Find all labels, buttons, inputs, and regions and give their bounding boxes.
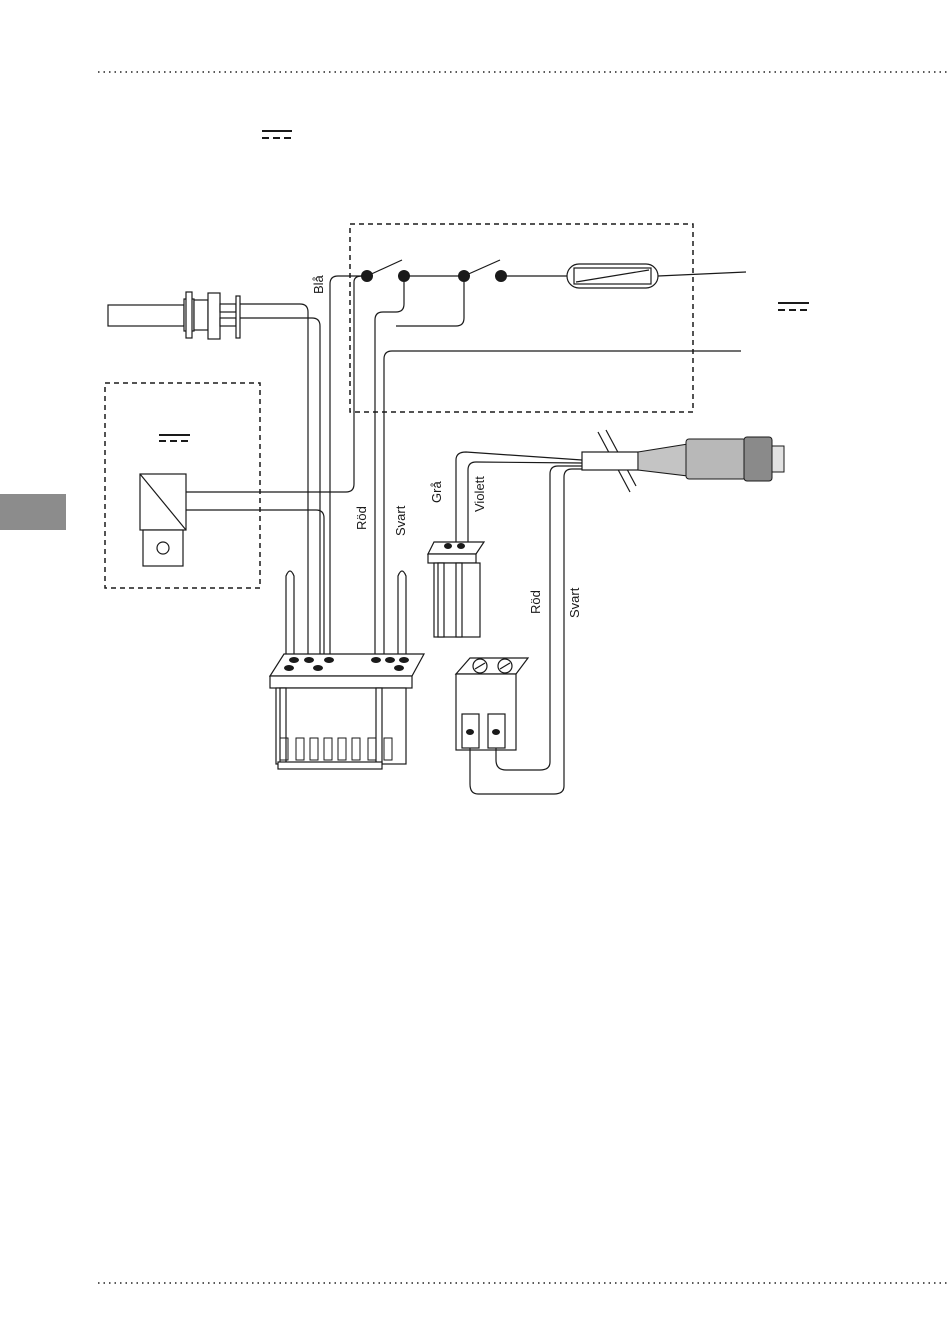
label-violett: Violett — [472, 476, 487, 512]
dc-symbol-icon-left — [159, 435, 190, 441]
label-bla: Blå — [311, 274, 326, 294]
probe-connector — [108, 292, 240, 339]
switch-fuse-enclosure — [350, 224, 693, 412]
switch-icon-2 — [458, 260, 507, 282]
screw-terminal — [456, 658, 528, 750]
dc-symbol-icon-header — [262, 131, 292, 138]
small-connector — [428, 542, 484, 637]
section-tab — [0, 494, 66, 530]
main-terminal-block — [270, 571, 424, 769]
label-svart-main: Svart — [393, 505, 408, 536]
label-rod-cable: Röd — [528, 590, 543, 614]
dc-symbol-icon-right — [778, 303, 809, 310]
sensor-element — [140, 474, 186, 566]
fuse-icon — [567, 264, 658, 288]
cable-plug — [582, 430, 784, 492]
label-rod-main: Röd — [354, 506, 369, 530]
label-gra: Grå — [429, 481, 444, 503]
switch-icon-1 — [361, 260, 410, 282]
label-svart-cable: Svart — [567, 587, 582, 618]
